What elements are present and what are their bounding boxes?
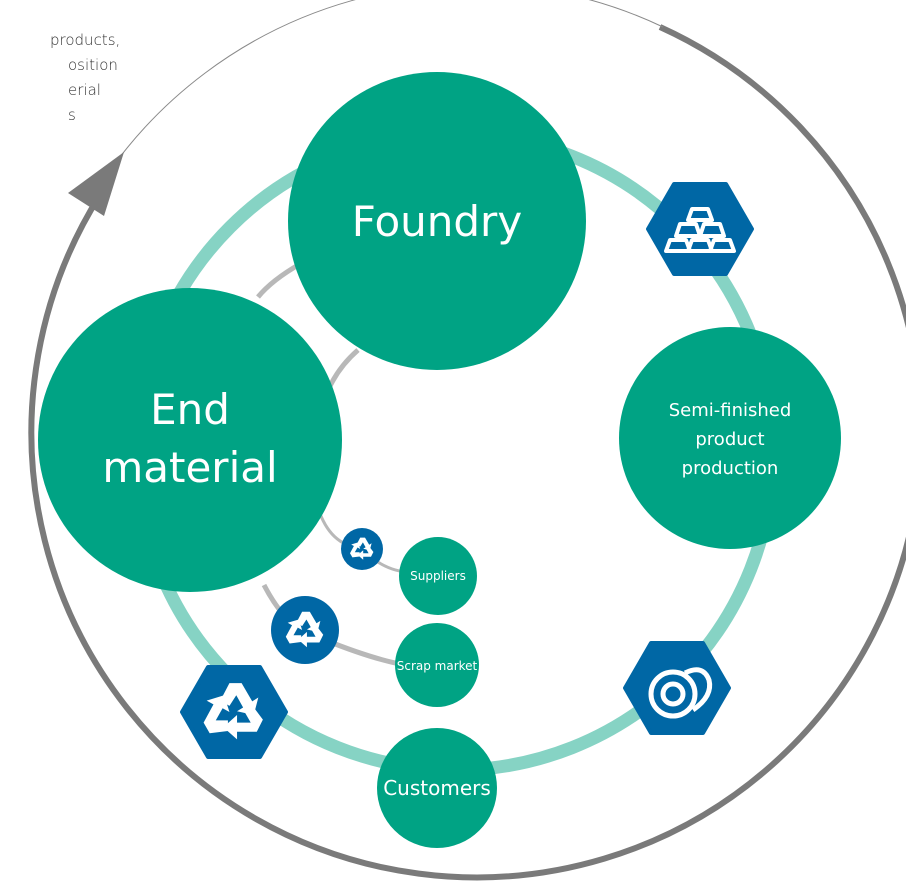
outer-cycle-thin-arc [99, 0, 664, 186]
description-line-4: s [68, 106, 76, 124]
description-line-1: products, [50, 31, 121, 49]
customers-label: Customers [383, 776, 491, 800]
recycle-large-icon [180, 665, 288, 759]
semi-finished-label-line2: product [695, 429, 764, 450]
suppliers-label: Suppliers [410, 569, 466, 583]
semi-finished-label-line1: Semi-finished [669, 400, 792, 421]
semi-finished-label-line3: production [682, 458, 779, 479]
semi-finished-node [619, 327, 841, 549]
foundry-label: Foundry [352, 197, 522, 246]
link-end-material-to-foundry [256, 261, 302, 299]
scrap-market-label: Scrap market [397, 659, 478, 673]
cropped-description-text: products, osition erial s [0, 28, 140, 128]
outer-cycle-arc [28, 24, 906, 881]
gold-bars-icon [646, 182, 754, 276]
recycle-medium-icon [271, 596, 339, 664]
end-material-label-line1: End [150, 385, 230, 434]
cycle-arrowhead-icon [68, 152, 124, 216]
end-material-label-line2: material [102, 443, 277, 492]
description-line-2: osition [68, 56, 118, 74]
metal-coil-icon [623, 641, 731, 735]
foundry-node [288, 72, 586, 370]
scrap-market-node [395, 623, 479, 707]
description-line-3: erial [68, 81, 101, 99]
end-material-node [38, 288, 342, 592]
customers-node [377, 728, 497, 848]
recycle-small-icon [341, 528, 383, 570]
suppliers-node [399, 537, 477, 615]
